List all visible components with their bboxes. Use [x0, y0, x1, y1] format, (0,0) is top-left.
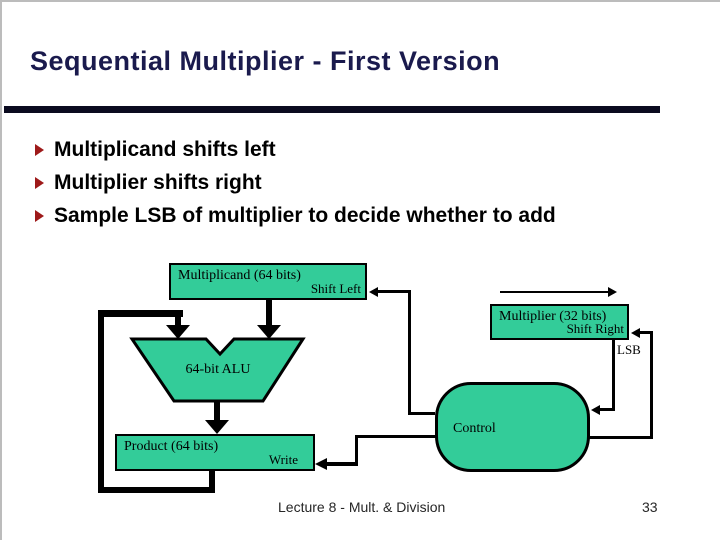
loop-top-line — [98, 310, 183, 317]
multiplier-direction-arrowhead-icon — [608, 287, 617, 297]
product-register-box: Product (64 bits) Write — [115, 434, 315, 471]
lsb-h-line — [599, 408, 615, 411]
multiplicand-to-alu-line — [266, 299, 272, 326]
bullet-list: Multiplicand shifts left Multiplier shif… — [35, 133, 556, 232]
lsb-v-line — [612, 339, 615, 411]
bullet-item: Multiplier shifts right — [35, 166, 556, 199]
control-right-line — [588, 436, 653, 439]
multiplier-register-box: Multiplier (32 bits) Shift Right — [490, 304, 629, 340]
page-number: 33 — [642, 499, 658, 515]
shift-right-v-line — [650, 331, 653, 439]
product-label: Product (64 bits) — [124, 439, 219, 454]
lsb-arrowhead-icon — [591, 405, 600, 415]
bullet-arrow-icon — [35, 209, 44, 222]
bullet-text: Sample LSB of multiplier to decide wheth… — [54, 203, 556, 227]
alu-output-arrowhead-icon — [205, 420, 229, 434]
control-block: Control — [435, 382, 590, 472]
alu-left-input-arrowhead-icon — [166, 325, 190, 339]
shift-right-arrowhead-icon — [631, 328, 640, 338]
shift-left-h-line — [378, 290, 410, 293]
bullet-arrow-icon — [35, 176, 44, 189]
bullet-item: Sample LSB of multiplier to decide wheth… — [35, 199, 556, 232]
multiplicand-register-box: Multiplicand (64 bits) Shift Left — [169, 263, 367, 300]
alu-label: 64-bit ALU — [185, 362, 251, 377]
bullet-text: Multiplier shifts right — [54, 170, 262, 194]
alu-left-input-line — [175, 314, 181, 326]
shift-left-v-line — [408, 290, 411, 415]
bullet-text: Multiplicand shifts left — [54, 137, 276, 161]
alu-shape — [129, 337, 306, 403]
loop-product-down-line — [209, 471, 215, 493]
shift-right-label: Shift Right — [566, 321, 624, 336]
write-ctrl-h-line — [355, 435, 437, 438]
shift-left-label: Shift Left — [310, 281, 361, 296]
multiplier-direction-line — [500, 291, 609, 293]
footer-lecture-label: Lecture 8 - Mult. & Division — [278, 499, 446, 515]
alu-output-line — [214, 400, 220, 421]
loop-left-line — [98, 310, 104, 493]
write-label: Write — [268, 452, 298, 467]
shift-right-h-line — [640, 331, 653, 334]
lsb-label: LSB — [617, 342, 641, 357]
title-underline — [4, 106, 660, 113]
write-h-line — [326, 462, 358, 466]
bullet-arrow-icon — [35, 143, 44, 156]
write-arrowhead-icon — [315, 458, 327, 470]
control-left-stub-line — [408, 412, 435, 415]
multiplicand-to-alu-arrowhead-icon — [257, 325, 281, 339]
slide-title: Sequential Multiplier - First Version — [30, 46, 501, 76]
loop-bottom-line — [98, 487, 215, 493]
shift-left-arrowhead-icon — [369, 287, 378, 297]
write-v-line — [355, 435, 358, 466]
bullet-item: Multiplicand shifts left — [35, 133, 556, 166]
control-label: Control — [453, 421, 496, 436]
multiplier-label: Multiplier (32 bits) — [499, 309, 607, 324]
multiplicand-label: Multiplicand (64 bits) — [178, 268, 301, 283]
